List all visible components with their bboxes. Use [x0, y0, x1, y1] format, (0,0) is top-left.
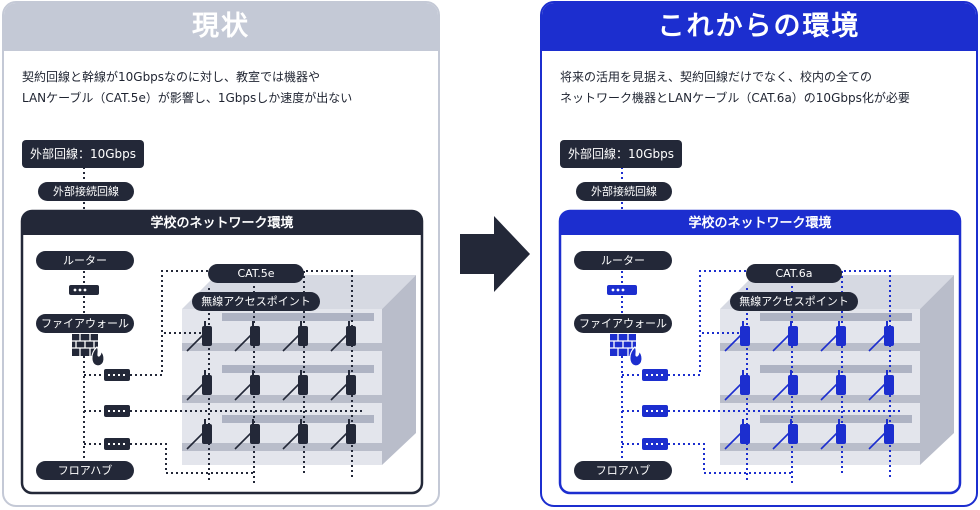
access-point-label: 無線アクセスポイント — [192, 292, 320, 311]
firewall-icon — [610, 334, 643, 367]
external-connection-label: 外部接続回線 — [576, 182, 672, 201]
future-network-diagram — [558, 167, 962, 495]
future-desc-line1: 将来の活用を見据え、契約回線だけでなく、校内の全ての — [560, 70, 873, 84]
floor-hubs — [104, 369, 130, 450]
router-label: ルーター — [574, 251, 672, 270]
future-title: これからの環境 — [542, 3, 976, 51]
network-title: 学校のネットワーク環境 — [688, 216, 832, 231]
cable-label: CAT.5e — [208, 264, 304, 283]
current-desc-line2: LANケーブル（CAT.5e）が影響し、1Gbpsしか速度が出ない — [22, 91, 353, 105]
ap-row2 — [202, 370, 356, 395]
external-line-label: 外部回線：10Gbps — [560, 140, 682, 168]
ap-shelf-lines — [186, 333, 349, 450]
cable-label: CAT.6a — [746, 264, 842, 283]
current-panel: 現状 契約回線と幹線が10Gbpsなのに対し、教室では機器や LANケーブル（C… — [2, 1, 440, 507]
current-title: 現状 — [4, 3, 438, 51]
firewall-label: ファイアウォール — [574, 314, 672, 333]
future-panel: これからの環境 将来の活用を見据え、契約回線だけでなく、校内の全ての ネットワー… — [540, 1, 978, 507]
network-title-bar — [560, 211, 960, 235]
floor-hub-label: フロアハブ — [574, 461, 672, 480]
network-title: 学校のネットワーク環境 — [150, 216, 294, 231]
ap-row1 — [740, 321, 894, 346]
ap-row1 — [202, 321, 356, 346]
future-desc-line2: ネットワーク機器とLANケーブル（CAT.6a）の10Gbps化が必要 — [560, 91, 910, 105]
ap-row2 — [740, 370, 894, 395]
external-connection-label: 外部接続回線 — [38, 182, 134, 201]
ap-row3 — [740, 419, 894, 444]
current-desc-line1: 契約回線と幹線が10Gbpsなのに対し、教室では機器や — [22, 70, 321, 84]
router-label: ルーター — [36, 251, 134, 270]
access-points — [186, 321, 356, 450]
transition-arrow-icon — [460, 216, 530, 292]
future-description: 将来の活用を見据え、契約回線だけでなく、校内の全ての ネットワーク機器とLANケ… — [560, 67, 910, 109]
floor-hubs — [642, 369, 668, 450]
floor-hub-label: フロアハブ — [36, 461, 134, 480]
firewall-icon — [72, 334, 105, 367]
current-description: 契約回線と幹線が10Gbpsなのに対し、教室では機器や LANケーブル（CAT.… — [22, 67, 352, 109]
router-icon — [607, 285, 637, 295]
network-title-bar — [22, 211, 422, 235]
access-points — [724, 321, 894, 450]
ap-shelf-lines — [724, 333, 887, 450]
external-line-label: 外部回線：10Gbps — [22, 140, 144, 168]
firewall-label: ファイアウォール — [36, 314, 134, 333]
router-icon — [69, 285, 99, 295]
access-point-label: 無線アクセスポイント — [730, 292, 858, 311]
ap-row3 — [202, 419, 356, 444]
